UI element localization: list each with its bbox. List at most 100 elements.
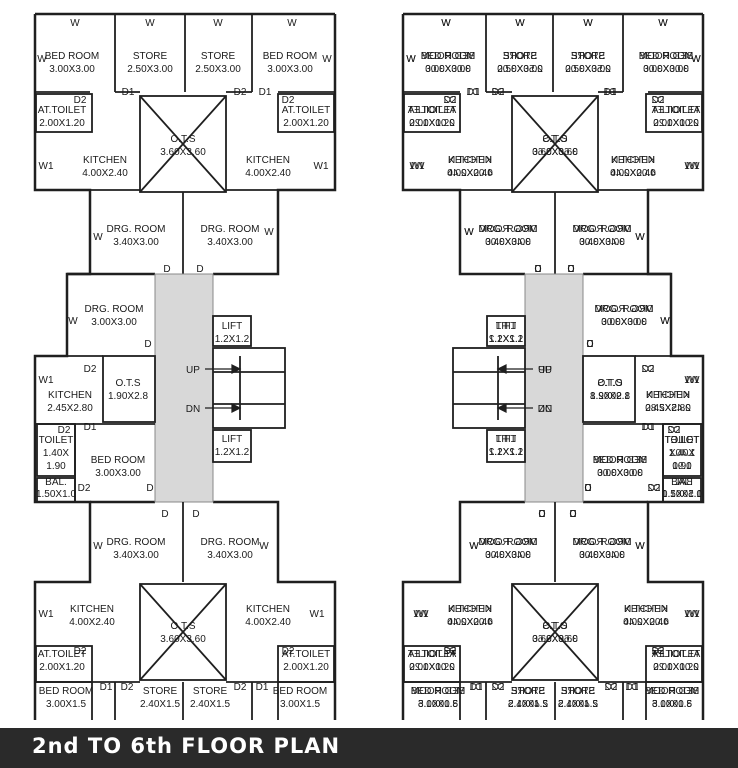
bedroom-size: 3.00X1.5 [46,699,86,710]
down-label: DN [538,404,552,415]
door-mark: D2 [78,483,91,494]
ots-label: O.T.S [542,621,567,632]
kitchen-label: KITCHEN [246,604,290,615]
right-wing-labels: BED ROOM3.00X3.00STORE2.50X3.00STORE2.50… [406,18,702,710]
kitchen-label: KITCHEN [448,604,492,615]
kitchen-label: KITCHEN [246,155,290,166]
window-mark: W [322,54,332,65]
ots-size: 1.90X2.8 [108,391,148,402]
store-size: 2.50X3.00 [565,64,611,75]
lift-size: 1.2X1.2 [215,334,250,345]
store-label: STORE [201,51,236,62]
bedroom-label: BED ROOM [593,455,647,466]
door-mark: D [538,509,545,520]
window-mark: W [264,227,274,238]
toilet-size: 1.40X [669,448,695,459]
door-mark: D2 [652,95,665,106]
balcony-label: BAL. [45,477,67,488]
kitchen-size: 4.00X2.40 [245,168,291,179]
bedroom-size: 3.00X3.00 [95,468,141,479]
window-mark: W1 [310,609,325,620]
store-label: STORE [503,51,538,62]
window-mark: W [635,541,645,552]
drg-room-label: DRG. ROOM [201,224,260,235]
attoilet-label: AT.TOILET [282,649,331,660]
drg-room-label: DRG. ROOM [107,224,166,235]
attoilet-label: AT.TOILET [38,649,87,660]
bedroom-label: BED ROOM [639,51,693,62]
window-mark: W [406,54,416,65]
door-mark: D2 [282,646,295,657]
kitchen-size: 4.00X2.40 [82,168,128,179]
kitchen-size: 4.00X2.40 [69,617,115,628]
drg-room-size: 3.00X3.00 [601,317,647,328]
door-mark: D1 [100,682,113,693]
kitchen-label: KITCHEN [646,390,690,401]
kitchen-size: 2.45X2.80 [47,403,93,414]
store-size: 2.50X3.00 [497,64,543,75]
window-mark: W [658,18,668,29]
balcony-size: 1.50X1.0 [662,489,702,500]
attoilet-size: 2.00X1.20 [653,118,699,129]
lift-label: LIFT [496,434,517,445]
door-mark: D2 [234,87,247,98]
window-mark: W [583,18,593,29]
drg-room-size: 3.40X3.00 [579,550,625,561]
kitchen-size: 4.00X2.40 [447,168,493,179]
door-mark: D2 [444,646,457,657]
kitchen-label: KITCHEN [448,155,492,166]
attoilet-label: AT.TOILET [652,649,701,660]
window-mark: W [145,18,155,29]
attoilet-size: 2.00X1.20 [39,118,85,129]
kitchen-label: KITCHEN [611,155,655,166]
window-mark: W [259,541,269,552]
window-mark: W1 [39,161,54,172]
up-label: UP [538,365,552,376]
door-mark: D [196,264,203,275]
bedroom-label: BED ROOM [411,686,465,697]
window-mark: W [70,18,80,29]
kitchen-size: 4.00X2.40 [447,617,493,628]
kitchen-label: KITCHEN [624,604,668,615]
room-labels: BED ROOM 3.00X3.00 STORE 2.50X3.00 STORE… [36,51,330,710]
kitchen-label: KITCHEN [83,155,127,166]
door-mark: D [163,264,170,275]
door-mark: D2 [234,682,247,693]
attoilet-label: AT.TOILET [38,105,87,116]
ots-size: 3.60X3.60 [532,147,578,158]
window-mark: W [37,54,47,65]
ots-size: 3.60X3.60 [532,634,578,645]
drg-room-label: DRG. ROOM [573,537,632,548]
drg-room-size: 3.40X3.00 [485,237,531,248]
balcony-size: 1.50X1.0 [36,489,76,500]
door-mark: D [586,339,593,350]
door-mark: D2 [652,646,665,657]
door-mark: D1 [467,87,480,98]
window-mark: W1 [410,161,425,172]
stair-arrows [205,364,242,413]
ots-label: O.T.S [542,134,567,145]
store-size: 2.40X1.5 [508,699,548,710]
bedroom-label: BED ROOM [39,686,93,697]
store-size: 2.50X3.00 [127,64,173,75]
store-size: 2.40X1.5 [190,699,230,710]
drg-room-label: DRG. ROOM [595,304,654,315]
window-mark: W1 [414,609,429,620]
door-mark: D [146,483,153,494]
door-mark: D [567,264,574,275]
door-mark: D2 [605,682,618,693]
left-wing-plan: BED ROOM 3.00X3.00 STORE 2.50X3.00 STORE… [33,12,337,720]
window-mark: W1 [685,375,700,386]
bedroom-label: BED ROOM [263,51,317,62]
window-mark: W [93,232,103,243]
bedroom-size: 3.00X3.00 [425,64,471,75]
window-mark: W1 [39,375,54,386]
window-mark: W [441,18,451,29]
window-mark: W1 [39,609,54,620]
store-label: STORE [193,686,228,697]
drg-room-size: 3.40X3.00 [207,237,253,248]
window-mark: W [68,316,78,327]
door-mark: D1 [259,87,272,98]
attoilet-size: 2.00X1.20 [653,662,699,673]
window-mark: W [213,18,223,29]
